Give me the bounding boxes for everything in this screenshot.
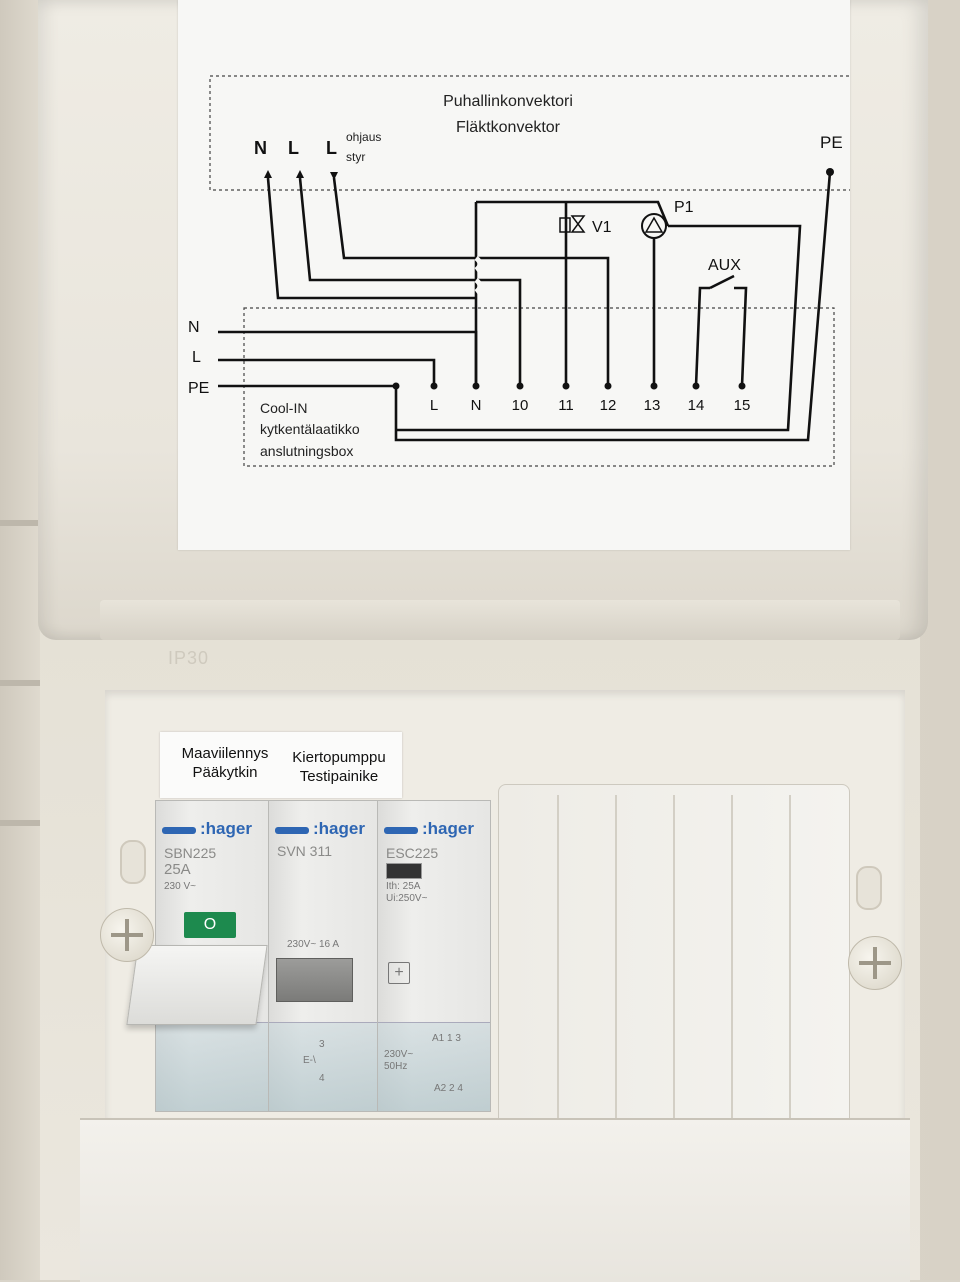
mounting-slot — [856, 866, 882, 910]
blank-cover-plate — [498, 784, 850, 1142]
model-sbn225: SBN225 — [164, 845, 217, 861]
top-terminal-l-control: L — [326, 138, 337, 158]
label-test-button: Testipainike — [299, 768, 379, 785]
terminal-cover: 3 E-\ 4 — [269, 1022, 377, 1111]
model-svn311: SVN 311 — [277, 843, 332, 859]
diagram-title-sv: Fläktkonvektor — [456, 119, 561, 136]
wiring-diagram: Puhallinkonvektori Fläktkonvektor N L L … — [188, 75, 850, 467]
plus-icon: + — [388, 962, 410, 984]
label-cooling: Maaviilennys — [181, 745, 269, 762]
wall-panel-seam — [0, 520, 48, 526]
input-pe: PE — [188, 380, 209, 397]
bottom-cover-panel — [80, 1118, 910, 1282]
box-label-line2: kytkentälaatikko — [260, 421, 360, 437]
terminal-cover: A1 1 3 230V~ 50Hz A2 2 4 — [378, 1022, 490, 1111]
terminal-11: 11 — [558, 397, 574, 414]
terminal-4: 4 — [319, 1073, 325, 1084]
voltage-230v: 230 V~ — [164, 881, 196, 892]
rating-ui: Ui:250V~ — [386, 893, 428, 904]
lid-rim — [100, 600, 900, 640]
terminal-l: L — [430, 397, 438, 414]
coil-spec: 230V~ 50Hz — [384, 1049, 414, 1072]
contactor-window — [386, 863, 422, 879]
mounting-slot — [120, 840, 146, 884]
box-label-line3: anslutningsbox — [260, 443, 353, 459]
hager-logo: :hager — [162, 819, 262, 841]
test-button-module: :hager SVN 311 230V~ 16 A 3 E-\ 4 — [268, 800, 378, 1112]
screw-icon[interactable] — [100, 908, 154, 962]
main-switch-handle[interactable] — [126, 945, 268, 1025]
input-l: L — [192, 349, 201, 366]
wiring-diagram-sticker: Puhallinkonvektori Fläktkonvektor N L L … — [178, 0, 850, 550]
hager-logo: :hager — [275, 819, 371, 841]
rating-16a: 230V~ 16 A — [287, 939, 339, 950]
breaker-label-card: Maaviilennys Pääkytkin Kiertopumppu Test… — [160, 732, 402, 798]
terminal-cover — [156, 1022, 268, 1111]
fan-convector-box — [209, 75, 850, 191]
pump-test-button[interactable] — [276, 958, 353, 1002]
model-esc225: ESC225 — [386, 845, 439, 861]
terminal-15: 15 — [734, 397, 751, 414]
diagram-title-fi: Puhallinkonvektori — [443, 93, 573, 110]
hager-logo: :hager — [384, 819, 484, 841]
rating-25a: 25A — [164, 861, 191, 878]
switch-state-indicator: O — [184, 912, 236, 938]
input-n: N — [188, 319, 200, 336]
label-circulation-pump: Kiertopumppu — [292, 749, 386, 766]
terminal-12: 12 — [600, 397, 617, 414]
rating-ith: Ith: 25A — [386, 881, 421, 892]
terminal-10: 10 — [512, 397, 529, 414]
label-main-switch: Pääkytkin — [192, 764, 258, 781]
valve-label: V1 — [592, 219, 612, 236]
pump-label: P1 — [674, 199, 694, 216]
terminal-n: N — [471, 397, 482, 414]
aux-label: AUX — [708, 257, 741, 274]
terminal-13: 13 — [644, 397, 661, 414]
box-label-line1: Cool-IN — [260, 400, 307, 416]
screw-icon[interactable] — [848, 936, 902, 990]
wall-panel-seam — [0, 680, 48, 686]
contactor-bottom-terminals: A2 2 4 — [434, 1083, 463, 1094]
control-label-fi: ohjaus — [346, 130, 381, 144]
wall-panel-seam — [0, 820, 48, 826]
valve-icon — [559, 215, 586, 233]
contactor-module: :hager ESC225 Ith: 25A Ui:250V~ A1 1 3 2… — [377, 800, 491, 1112]
top-terminal-n: N — [254, 138, 267, 158]
terminal-3: 3 — [319, 1039, 325, 1050]
contact-symbol: E-\ — [303, 1055, 316, 1066]
top-terminal-l: L — [288, 138, 299, 158]
terminal-14: 14 — [688, 397, 705, 414]
control-label-sv: styr — [346, 150, 365, 164]
top-terminal-pe: PE — [820, 133, 843, 152]
ip-rating-mark: IP30 — [168, 648, 210, 668]
contactor-top-terminals: A1 1 3 — [432, 1033, 461, 1044]
pump-icon — [641, 213, 667, 239]
